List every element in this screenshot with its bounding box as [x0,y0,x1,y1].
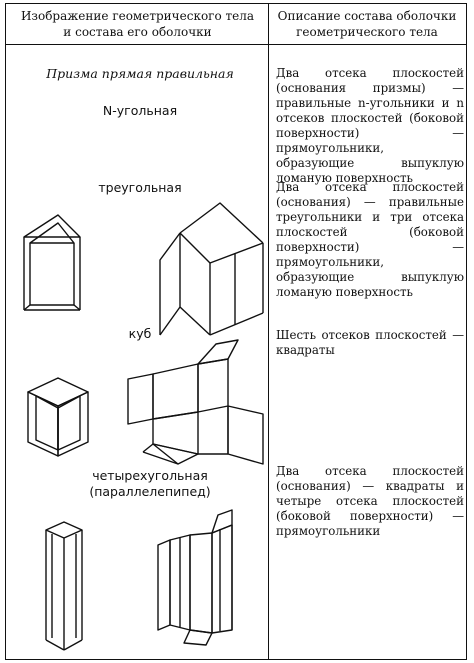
triangular-prism-solid-figure [23,214,81,311]
label-quadrangular-line-2: (параллелепипед) [89,484,211,499]
cube-solid-figure [27,377,89,457]
left-column-header: Изображение геометрического тела и соста… [10,8,265,40]
label-n-gonal: N-угольная [102,103,178,118]
left-header-line-2: и состава его оболочки [63,25,212,39]
description-n-gonal: Два отсека плоскостей (основания призмы)… [276,66,464,185]
right-header-line-1: Описание состава оболочки [277,9,457,23]
right-column-header: Описание состава оболочки геометрическог… [272,8,462,40]
label-cube: куб [128,326,152,341]
square-prism-solid-figure [45,521,83,651]
left-header-line-1: Изображение геометрического тела [20,9,255,23]
description-triangular: Два отсека плоскостей (основания) — прав… [276,180,464,299]
label-quadrangular: четырехугольная (параллелепипед) [50,468,250,500]
description-cube: Шесть отсеков плоскостей — квадраты [276,328,464,357]
table-frame [5,3,467,660]
cube-net-figure [127,339,264,465]
section-title: Призма прямая правильная [46,66,234,81]
triangular-prism-net-figure [159,202,264,336]
column-divider [268,3,269,660]
right-header-line-2: геометрического тела [296,25,438,39]
header-divider [5,44,467,45]
square-prism-net-figure [157,509,233,646]
description-quadrangular: Два отсека плоскостей (основания) — квад… [276,464,464,538]
label-quadrangular-line-1: четырехугольная [92,468,208,483]
label-triangular: треугольная [98,180,182,195]
